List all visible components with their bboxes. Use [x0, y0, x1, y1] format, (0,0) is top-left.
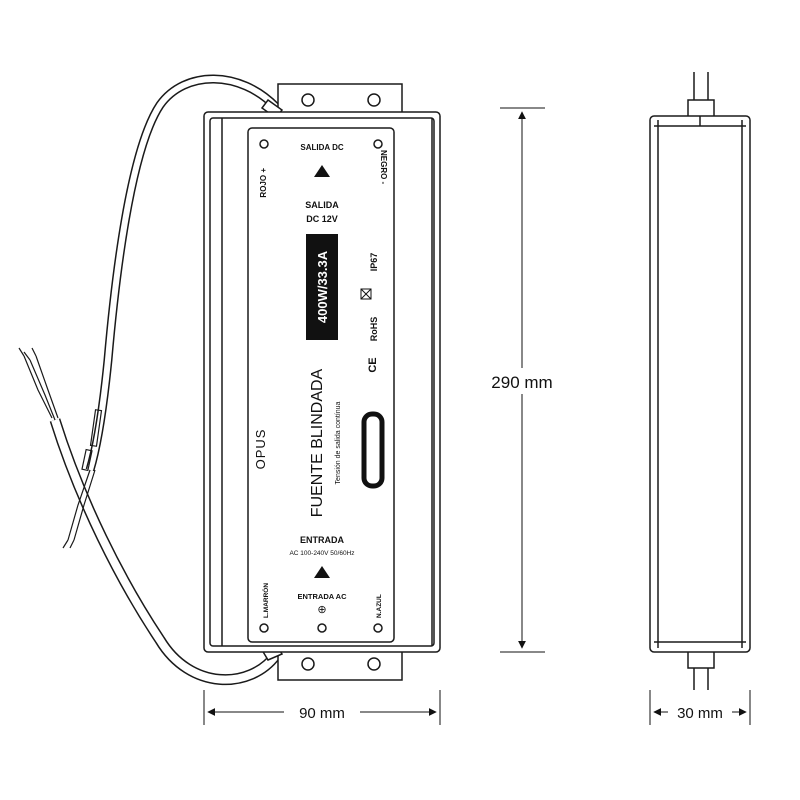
mounting-hole	[301, 93, 315, 107]
ce-label: CE	[367, 357, 379, 372]
width-dimension-label: 90 mm	[299, 705, 345, 722]
rating-box	[306, 234, 338, 340]
negro-label: NEGRO -	[379, 150, 388, 185]
screw-hole	[259, 139, 269, 149]
screw-hole	[259, 623, 269, 633]
side-housing	[649, 115, 751, 653]
height-dimension-label: 290 mm	[491, 373, 552, 392]
salida-dc-label: SALIDA DC	[300, 143, 343, 152]
side-view	[649, 72, 751, 690]
screw-hole	[373, 139, 383, 149]
salida-label: SALIDA	[305, 200, 339, 210]
cables	[18, 74, 281, 686]
entrada-label: ENTRADA	[300, 535, 344, 545]
screw-hole	[317, 623, 327, 633]
label-panel	[247, 127, 395, 643]
rohs-label: RoHS	[369, 317, 379, 342]
input-arrow-icon	[314, 566, 330, 578]
depth-dimension-label: 30 mm	[677, 705, 723, 722]
n-azul-label: N.AZUL	[376, 594, 383, 618]
earth-symbol-icon: ⊕	[317, 604, 326, 616]
bin-icon	[360, 288, 372, 300]
dc-voltage-label: DC 12V	[306, 214, 338, 224]
screw-hole	[373, 623, 383, 633]
output-arrow-icon	[314, 165, 330, 177]
front-view	[203, 83, 441, 681]
product-subtitle: Tensión de salida contínua	[335, 401, 342, 484]
wire-ends	[18, 347, 103, 549]
brand-logo: OPUS	[253, 429, 268, 470]
mounting-hole	[367, 657, 381, 671]
voltage-adjust-slot	[361, 411, 385, 489]
rating-label: 400W/33.3A	[315, 250, 330, 323]
ip-label: IP67	[369, 253, 379, 272]
input-range-label: AC 100-240V 50/60Hz	[289, 550, 354, 557]
mounting-hole	[301, 657, 315, 671]
product-name: FUENTE BLINDADA	[309, 368, 326, 517]
entrada-ac-label: ENTRADA AC	[297, 592, 347, 601]
l-marron-label: L.MARRÓN	[261, 583, 270, 618]
mounting-hole	[367, 93, 381, 107]
rojo-label: ROJO +	[259, 168, 268, 198]
